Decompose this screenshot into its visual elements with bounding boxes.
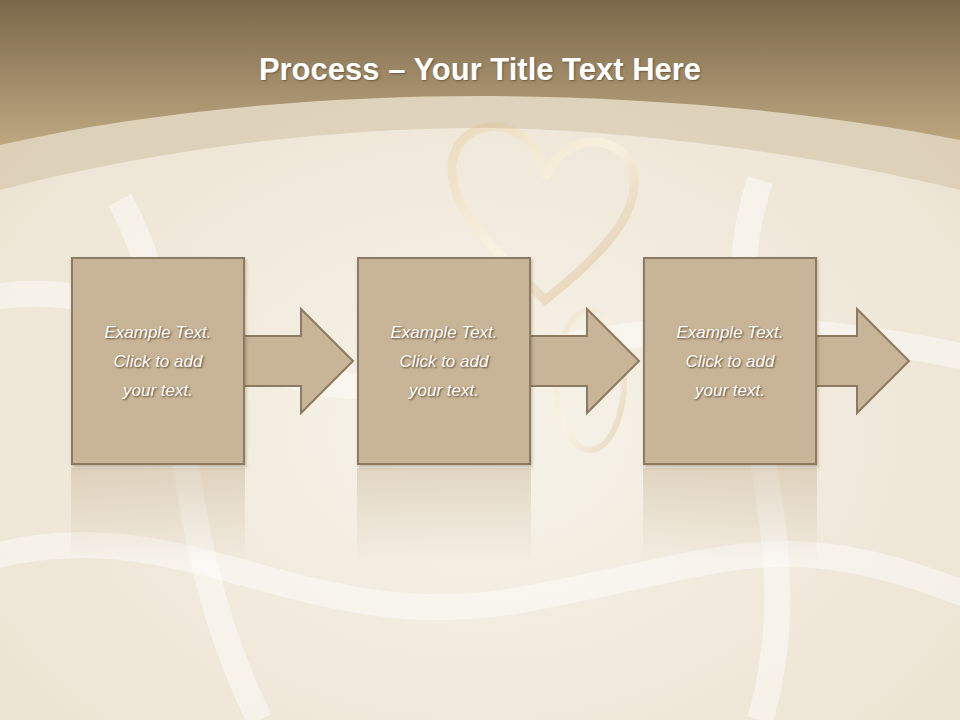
process-box: Example Text. Click to add your text. <box>357 257 531 465</box>
block-arrow <box>244 309 353 413</box>
box-reflections <box>71 468 817 563</box>
cloth-folds <box>0 180 960 720</box>
process-box: Example Text. Click to add your text. <box>643 257 817 465</box>
slide-title: Process – Your Title Text Here <box>0 52 960 88</box>
box-text: Example Text. Click to add your text. <box>382 318 506 405</box>
box-text: Example Text. Click to add your text. <box>668 318 792 405</box>
process-box: Example Text. Click to add your text. <box>71 257 245 465</box>
header-shade <box>0 0 960 190</box>
header-band <box>0 0 960 145</box>
end-arrow <box>816 309 909 413</box>
block-arrow <box>530 309 639 413</box>
box-text: Example Text. Click to add your text. <box>96 318 220 405</box>
